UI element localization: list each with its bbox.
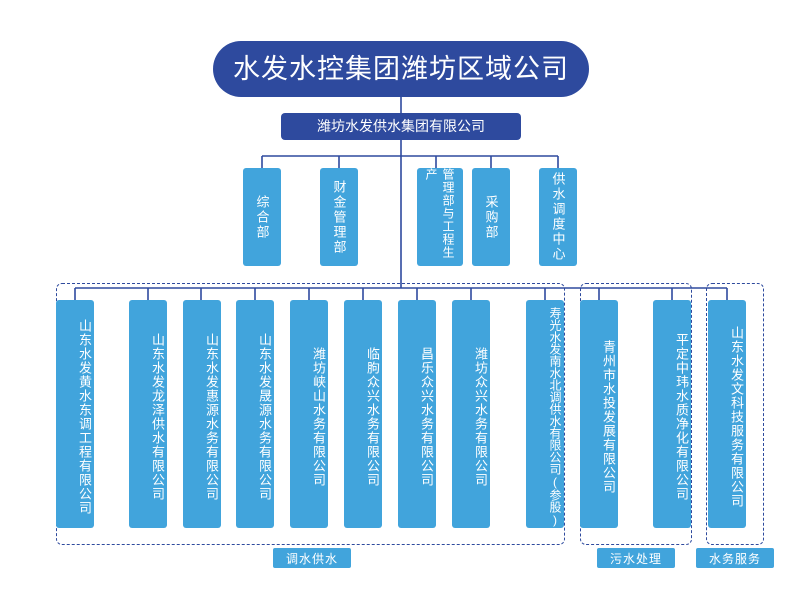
company-node-4[interactable]: 潍坊峡山水务有限公司 bbox=[290, 300, 328, 528]
department-node-3[interactable]: 采购部 bbox=[472, 168, 510, 266]
company-node-10[interactable]: 平定中玮水质净化有限公司 bbox=[653, 300, 691, 528]
department-node-2[interactable]: 管理部与工程生产 bbox=[417, 168, 463, 266]
company-node-0[interactable]: 山东水发黄水东调工程有限公司 bbox=[56, 300, 94, 528]
subsidiary-node[interactable]: 潍坊水发供水集团有限公司 bbox=[281, 113, 521, 140]
company-node-3[interactable]: 山东水发晟源水务有限公司 bbox=[236, 300, 274, 528]
company-node-6[interactable]: 昌乐众兴水务有限公司 bbox=[398, 300, 436, 528]
group-frame-shuiwu bbox=[706, 283, 764, 545]
group-label-diaoshui: 调水供水 bbox=[273, 548, 351, 568]
group-label-wushui: 污水处理 bbox=[597, 548, 675, 568]
company-node-7[interactable]: 潍坊众兴水务有限公司 bbox=[452, 300, 490, 528]
group-label-shuiwu: 水务服务 bbox=[696, 548, 774, 568]
company-node-9[interactable]: 青州市水投发展有限公司 bbox=[580, 300, 618, 528]
company-node-5[interactable]: 临朐众兴水务有限公司 bbox=[344, 300, 382, 528]
company-node-8[interactable]: 寿光水发南水北调供水有限公司(参股) bbox=[526, 300, 564, 528]
company-node-2[interactable]: 山东水发惠源水务有限公司 bbox=[183, 300, 221, 528]
department-node-0[interactable]: 综合部 bbox=[243, 168, 281, 266]
company-node-1[interactable]: 山东水发龙泽供水有限公司 bbox=[129, 300, 167, 528]
root-node[interactable]: 水发水控集团潍坊区域公司 bbox=[213, 41, 589, 97]
department-node-1[interactable]: 财金管理部 bbox=[320, 168, 358, 266]
department-node-4[interactable]: 供水调度中心 bbox=[539, 168, 577, 266]
company-node-11[interactable]: 山东水发文科技服务有限公司 bbox=[708, 300, 746, 528]
